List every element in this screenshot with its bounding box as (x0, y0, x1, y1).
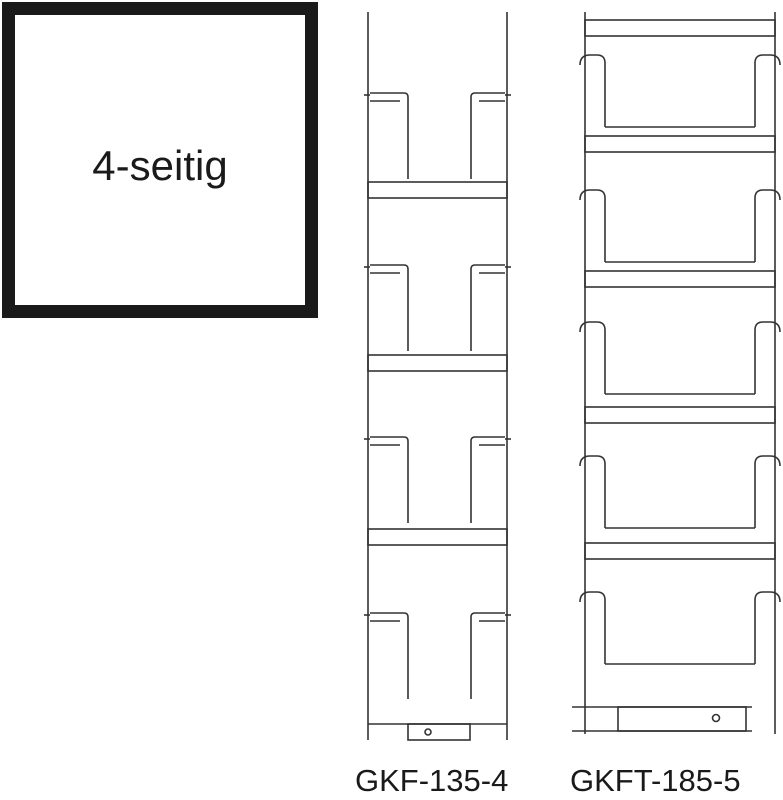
shelf-band (367, 181, 508, 199)
shelf-band (367, 528, 508, 546)
rack-label-gkf-135-4: GKF-135-4 (355, 763, 509, 798)
pocket-left-wall (370, 92, 409, 179)
pocket-left-hook (579, 54, 606, 127)
rack-foot (617, 706, 747, 732)
rack-label-gkft-185-5: GKFT-185-5 (570, 763, 741, 798)
sample-box: 4-seitig (2, 2, 318, 318)
pocket-left-wall (370, 436, 409, 523)
rack-drawing-gkf-135-4 (364, 12, 511, 741)
pocket-right-hook (754, 591, 781, 664)
rack-drawing-gkft-185-5 (572, 12, 781, 734)
pocket-left-hook (579, 591, 606, 664)
pocket-right-hook (754, 321, 781, 394)
sample-box-label: 4-seitig (92, 142, 228, 189)
shelf-band (584, 135, 776, 153)
foot-screw (424, 728, 432, 736)
pocket-left-wall (370, 612, 409, 699)
pocket-right-hook (754, 54, 781, 127)
pocket-right-hook (754, 455, 781, 528)
shelf-band (584, 270, 776, 288)
shelf-band (367, 354, 508, 372)
pocket-right-wall (470, 92, 505, 179)
foot-screw (711, 713, 721, 723)
pocket-left-hook (579, 189, 606, 262)
pocket-right-wall (470, 612, 505, 699)
top-band (584, 19, 776, 37)
pocket-right-wall (470, 264, 505, 351)
shelf-band (584, 406, 776, 424)
pocket-right-hook (754, 189, 781, 262)
pocket-right-wall (470, 436, 505, 523)
pocket-left-hook (579, 455, 606, 528)
pocket-left-hook (579, 321, 606, 394)
shelf-band (584, 542, 776, 560)
pocket-left-wall (370, 264, 409, 351)
rack-foot (407, 723, 471, 741)
